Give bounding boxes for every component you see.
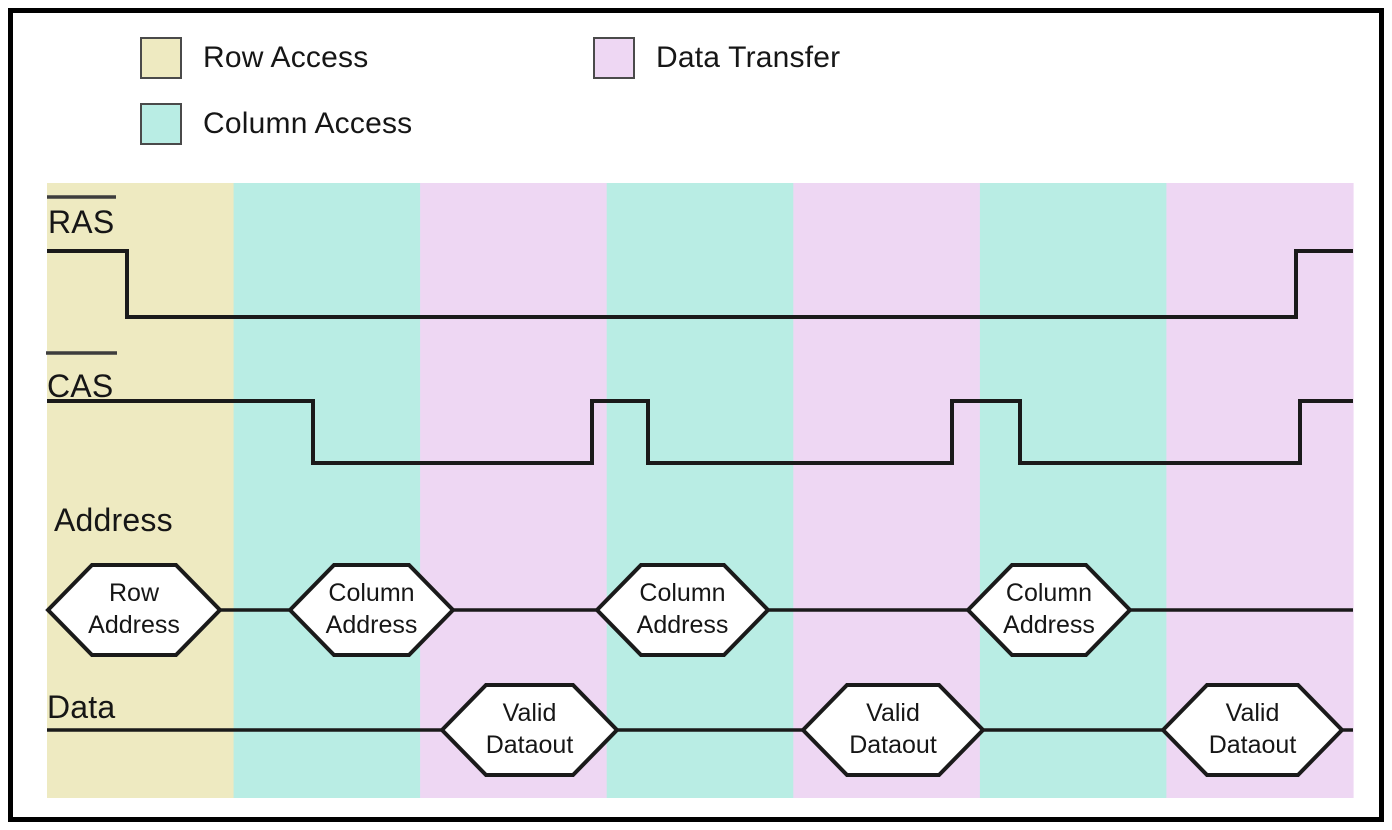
legend-item-data-transfer: Data Transfer xyxy=(593,37,840,79)
column-access-swatch xyxy=(140,103,182,145)
bus-label-address: Address xyxy=(54,502,173,538)
hexagon-text-line: Column xyxy=(328,579,414,607)
data-transfer-swatch xyxy=(593,37,635,79)
phase-band-column xyxy=(979,183,1168,798)
hexagon-text-line: Address xyxy=(88,611,180,639)
phase-band-column xyxy=(606,183,794,798)
legend-item-column-access: Column Access xyxy=(140,103,412,145)
hexagon-text-line: Row xyxy=(109,579,160,607)
hexagon-text-line: Column xyxy=(639,579,725,607)
hexagon-text-line: Valid xyxy=(866,699,920,727)
wave-ras xyxy=(47,249,1353,319)
hexagon-text-line: Dataout xyxy=(849,731,937,759)
legend-item-row-access: Row Access xyxy=(140,37,368,79)
wave-cas xyxy=(47,399,1353,465)
value-hexagon xyxy=(45,563,223,657)
legend-label: Row Access xyxy=(203,41,369,74)
hexagon-text-line: Column xyxy=(1006,579,1092,607)
value-hexagon xyxy=(965,563,1133,657)
signal-label-cas: CAS xyxy=(47,368,113,404)
value-hexagon xyxy=(1160,683,1345,777)
value-hexagon xyxy=(800,683,986,777)
hexagon-text-line: Valid xyxy=(503,699,557,727)
legend: Row Access Column Access Data Transfer xyxy=(0,0,1392,160)
row-access-swatch xyxy=(140,37,182,79)
hexagon-text-line: Address xyxy=(637,611,729,639)
phase-band-row xyxy=(47,183,235,798)
signal-label-ras: RAS xyxy=(48,204,114,240)
legend-label: Data Transfer xyxy=(656,41,841,74)
legend-label: Column Access xyxy=(203,107,413,140)
bus-label-data: Data xyxy=(47,689,115,725)
hexagon-text-line: Dataout xyxy=(1209,731,1297,759)
hexagon-text-line: Dataout xyxy=(486,731,574,759)
hexagon-text-line: Address xyxy=(1003,611,1095,639)
value-hexagon xyxy=(594,563,771,657)
phase-band-column xyxy=(233,183,421,798)
value-hexagon xyxy=(287,563,456,657)
value-hexagon xyxy=(439,683,620,777)
hexagon-text-line: Address xyxy=(326,611,418,639)
hexagon-text-line: Valid xyxy=(1226,699,1280,727)
